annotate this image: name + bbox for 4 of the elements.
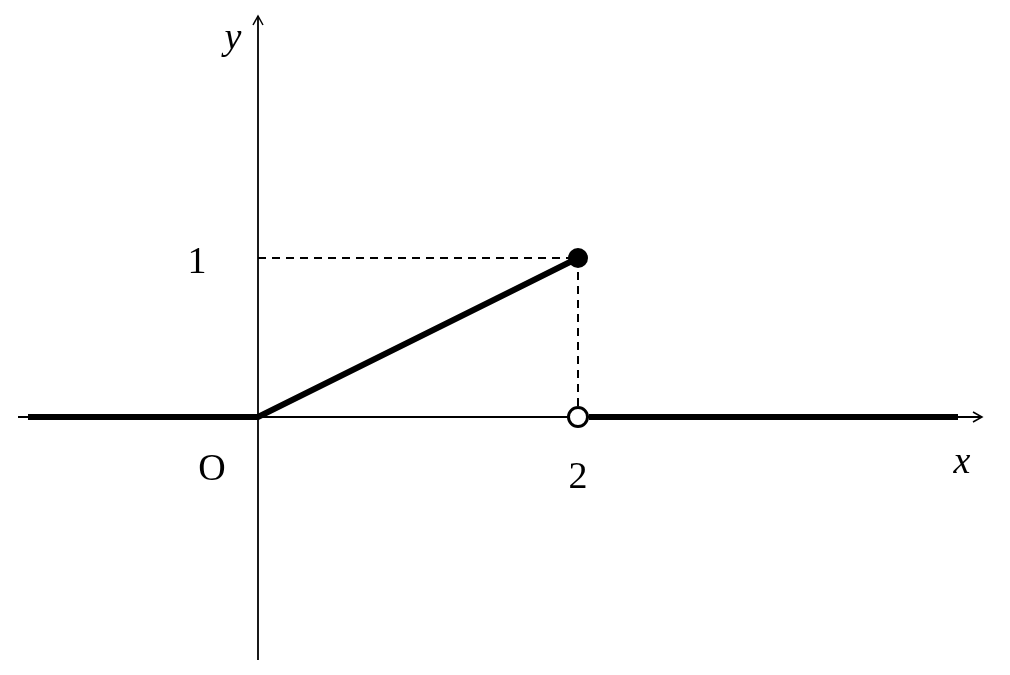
tick-label: 2 — [568, 456, 588, 494]
origin-label: O — [198, 448, 226, 486]
tick-label: 1 — [187, 241, 207, 279]
axis-label: x — [953, 441, 971, 479]
